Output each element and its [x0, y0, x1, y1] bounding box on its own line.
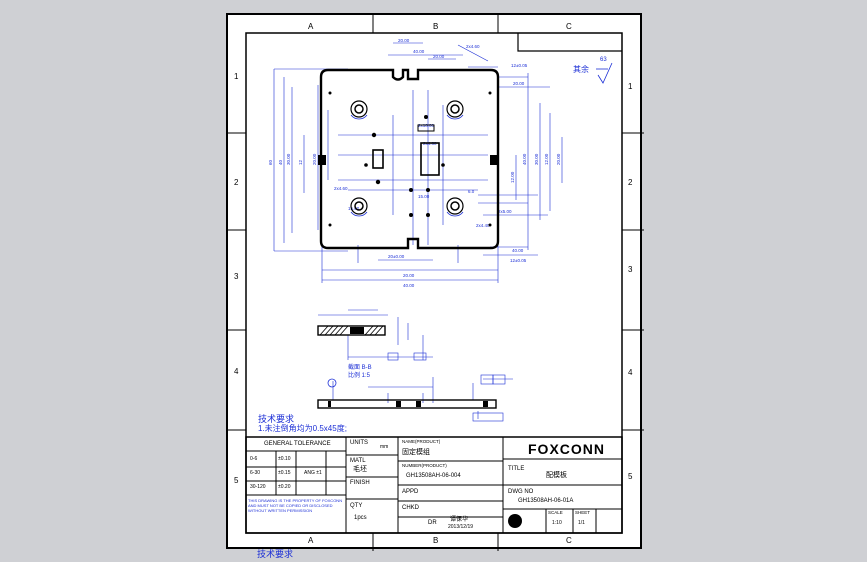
product-number-label: NUMBER(PRODUCT) — [402, 463, 447, 468]
svg-text:12.00: 12.00 — [510, 171, 515, 183]
svg-text:40.00: 40.00 — [522, 153, 527, 165]
zone-right-3: 3 — [628, 265, 633, 274]
svg-text:20.00: 20.00 — [513, 81, 525, 86]
matl-value: 毛坯 — [353, 466, 367, 473]
svg-text:12.00: 12.00 — [544, 153, 549, 165]
svg-text:2x4.40: 2x4.40 — [476, 223, 490, 228]
surface-note: 其余 — [573, 65, 589, 74]
zone-left-2: 2 — [234, 178, 239, 187]
scale-value: 1:10 — [552, 520, 562, 526]
tol-angle: ANG ±1 — [304, 470, 322, 476]
svg-text:60: 60 — [268, 159, 273, 165]
tol-range-2: 6-30 — [250, 470, 261, 476]
tol-value-1: ±0.10 — [278, 456, 291, 462]
title-block-grid — [245, 436, 623, 534]
svg-text:15.00: 15.00 — [418, 194, 430, 199]
units-value: mm — [380, 444, 389, 450]
qty-value: 1pcs — [354, 515, 367, 521]
svg-text:20.00: 20.00 — [403, 273, 415, 278]
svg-text:30.00: 30.00 — [534, 153, 539, 165]
svg-text:40.00: 40.00 — [403, 283, 415, 288]
logo-mark — [508, 514, 522, 528]
svg-text:30.00: 30.00 — [286, 153, 291, 165]
svg-text:2x4.60: 2x4.60 — [466, 44, 480, 49]
zone-right-1: 1 — [628, 82, 633, 91]
qty-label: QTY — [350, 503, 363, 509]
zone-left-5: 5 — [234, 476, 239, 485]
matl-label: MATL — [350, 458, 366, 464]
zone-left-4: 4 — [234, 367, 239, 376]
title-label: TITLE — [508, 466, 525, 472]
title-value: 配模板 — [546, 472, 567, 479]
svg-text:12±0.05: 12±0.05 — [510, 258, 527, 263]
drawing-lines: 20.00 40.00 20.00 2x4.60 12±0.05 20.00 2… — [228, 15, 644, 551]
tol-range-3: 30-120 — [250, 484, 266, 490]
svg-text:20.00: 20.00 — [433, 54, 445, 59]
svg-text:40.00: 40.00 — [413, 49, 425, 54]
svg-text:40.00: 40.00 — [512, 248, 524, 253]
dwg-no-label: DWG NO — [508, 489, 534, 495]
svg-text:2x5.00: 2x5.00 — [498, 209, 512, 214]
svg-text:20.00: 20.00 — [398, 38, 410, 43]
dwg-no-value: GH13508AH-06-01A — [518, 498, 574, 504]
tech-requirements-title: 技术要求 — [258, 414, 295, 424]
appd-label: APPD — [402, 489, 419, 495]
frame-notch — [517, 33, 622, 52]
svg-text:40: 40 — [278, 159, 283, 165]
scale-label: SCALE — [548, 510, 563, 515]
section-label: 截面 B-B — [348, 365, 372, 371]
foxconn-logo: FOXCONN — [528, 441, 605, 457]
side-view — [317, 374, 513, 422]
tech-requirements-note: 1.未注倒角均为0.5x45度; — [258, 424, 347, 433]
product-name-label: NAME(PRODUCT) — [402, 439, 441, 444]
sheet-label: SHEET — [575, 510, 591, 515]
units-label: UNITS — [350, 440, 368, 446]
zone-top-c: C — [566, 22, 572, 31]
svg-text:12±0.05: 12±0.05 — [511, 63, 528, 68]
svg-text:2x4.60: 2x4.60 — [334, 186, 348, 191]
tol-value-3: ±0.20 — [278, 484, 291, 490]
zone-right-2: 2 — [628, 178, 633, 187]
zone-bottom-c: C — [566, 536, 572, 545]
zone-top-a: A — [308, 22, 314, 31]
dr-label: DR — [428, 520, 437, 526]
zone-right-4: 4 — [628, 368, 633, 377]
finish-label: FINISH — [350, 480, 370, 486]
svg-text:20.00: 20.00 — [312, 153, 317, 165]
copyright-disclaimer: THIS DRAWING IS THE PROPERTY OF FOXCONN … — [248, 498, 343, 513]
drawing-sheet: 20.00 40.00 20.00 2x4.60 12±0.05 20.00 2… — [226, 13, 644, 551]
zone-left-1: 1 — [234, 72, 239, 81]
drawing-date: 2013/12/19 — [448, 524, 474, 530]
zone-left-3: 3 — [234, 272, 239, 281]
svg-text:6.0: 6.0 — [468, 189, 475, 194]
tol-range-1: 0-6 — [250, 456, 258, 462]
product-number-value: GH13508AH-06-004 — [406, 473, 461, 479]
chkd-label: CHKD — [402, 505, 420, 511]
svg-text:20.00: 20.00 — [556, 153, 561, 165]
zone-bottom-b: B — [433, 536, 439, 545]
footer-tech-note: 技术要求 — [257, 549, 294, 559]
zone-bottom-a: A — [308, 536, 314, 545]
inner-frame — [245, 32, 623, 534]
product-name-value: 固定模组 — [402, 449, 430, 456]
section-scale: 比例 1:5 — [348, 373, 371, 379]
svg-text:12: 12 — [298, 159, 303, 165]
svg-text:15.00: 15.00 — [348, 206, 360, 211]
drawer-name: 谭保华 — [450, 517, 469, 523]
tol-value-2: ±0.15 — [278, 470, 291, 476]
roughness-symbol — [596, 62, 613, 84]
zone-top-b: B — [433, 22, 439, 31]
plate-top-view: 20.00 40.00 20.00 2x4.60 12±0.05 20.00 2… — [268, 38, 563, 288]
zone-right-5: 5 — [628, 472, 633, 481]
sheet-value: 1/1 — [578, 520, 585, 526]
general-tolerance-label: GENERAL TOLERANCE — [264, 441, 331, 447]
roughness-value: 63 — [600, 57, 607, 63]
section-view — [317, 309, 433, 361]
svg-text:20±0.00: 20±0.00 — [388, 254, 405, 259]
